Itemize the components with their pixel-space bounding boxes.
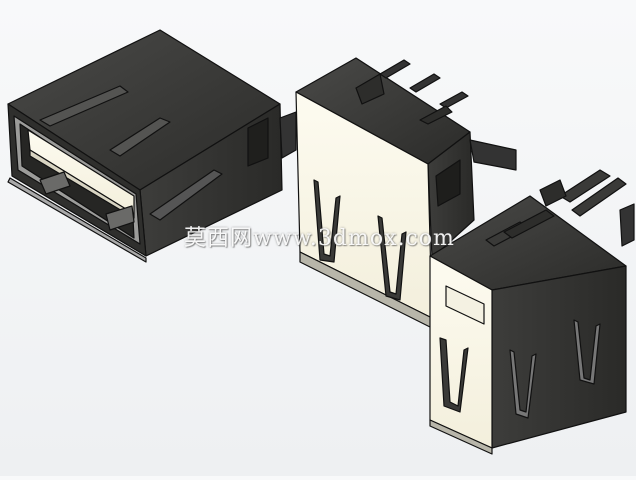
usb-connector-vertical-front	[429, 169, 635, 455]
watermark-text: 莫西网www.3dmox.com	[184, 226, 455, 251]
usb-connector-horizontal	[7, 29, 297, 263]
usb-connector-vertical-rear	[295, 57, 517, 329]
